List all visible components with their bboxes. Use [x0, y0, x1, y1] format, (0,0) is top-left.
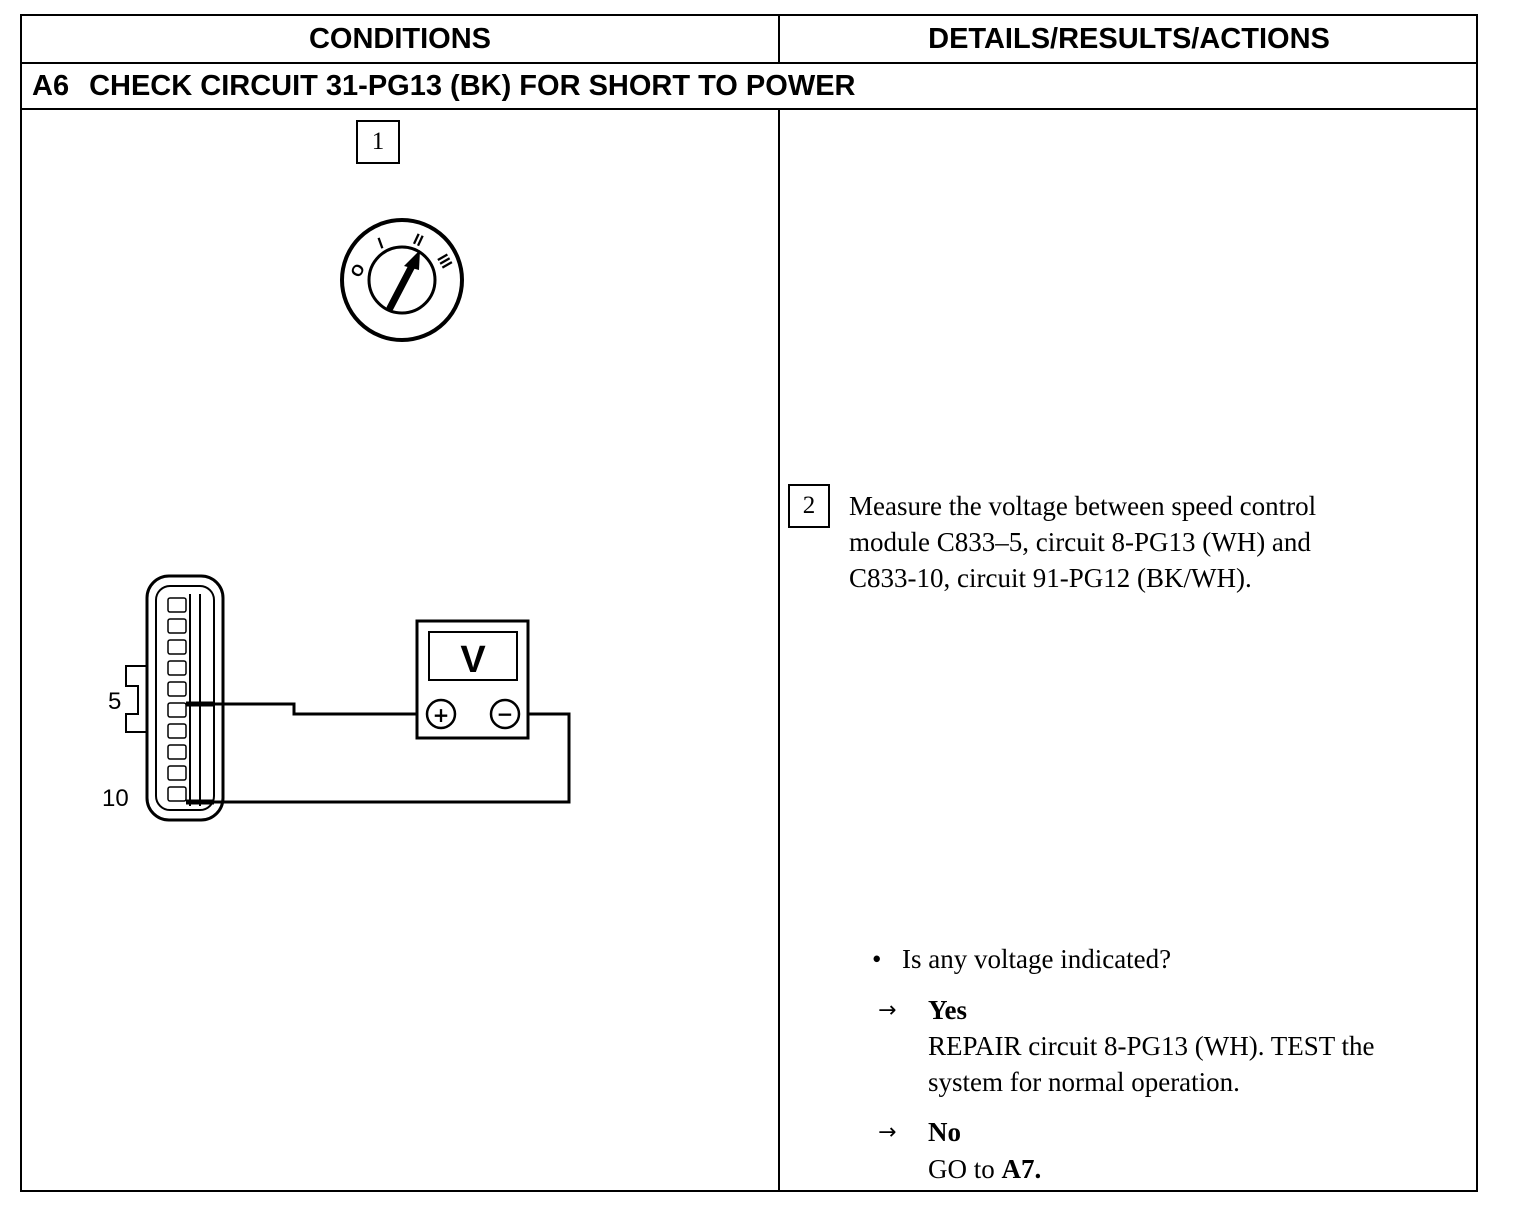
step-2-instruction: Measure the voltage between speed contro…	[849, 488, 1316, 596]
no-label: No	[928, 1117, 961, 1147]
positive-lead-wire	[214, 702, 420, 716]
connector-pins	[167, 597, 187, 802]
question-bullet: •	[872, 944, 882, 974]
step-title-row: A6 CHECK CIRCUIT 31-PG13 (BK) FOR SHORT …	[22, 64, 1478, 110]
conditions-header: CONDITIONS	[22, 16, 780, 64]
yes-action-line: system for normal operation.	[928, 1067, 1240, 1097]
details-header: DETAILS/RESULTS/ACTIONS	[780, 16, 1478, 64]
yes-action-line: REPAIR circuit 8-PG13 (WH). TEST the	[928, 1031, 1375, 1061]
voltmeter-minus-terminal: −	[497, 702, 514, 726]
procedure-table: CONDITIONS DETAILS/RESULTS/ACTIONS A6 CH…	[20, 14, 1478, 1192]
step-1-box: 1	[356, 120, 400, 164]
step-code: A6	[32, 69, 70, 102]
step-2-line: C833-10, circuit 91-PG12 (BK/WH).	[849, 563, 1252, 593]
question-text: Is any voltage indicated?	[902, 944, 1172, 974]
pin-10-label: 10	[102, 785, 129, 812]
voltmeter-plus-terminal: +	[433, 703, 450, 727]
yes-arrow-icon: →	[878, 998, 897, 1023]
step-title: CHECK CIRCUIT 31-PG13 (BK) FOR SHORT TO …	[89, 69, 856, 102]
connector-c833-icon	[125, 574, 225, 822]
step-2-line: module C833–5, circuit 8-PG13 (WH) and	[849, 527, 1311, 557]
yes-label: Yes	[928, 995, 967, 1025]
pin-5-label: 5	[108, 688, 121, 715]
step-2-box: 2	[788, 484, 830, 528]
column-divider	[778, 110, 780, 1192]
ignition-switch-icon	[340, 218, 464, 342]
no-action: GO to A7.	[928, 1151, 1041, 1187]
ignition-pos-1: I	[376, 235, 386, 252]
voltmeter-icon	[415, 619, 530, 740]
no-action-prefix: GO to	[928, 1154, 1002, 1184]
step-2-line: Measure the voltage between speed contro…	[849, 491, 1317, 521]
voltmeter-display-label: V	[460, 639, 486, 681]
yes-action: REPAIR circuit 8-PG13 (WH). TEST the sys…	[928, 1028, 1374, 1100]
no-arrow-icon: →	[878, 1120, 897, 1145]
no-action-target-link[interactable]: A7.	[1001, 1154, 1042, 1184]
negative-lead-wire	[214, 712, 571, 804]
